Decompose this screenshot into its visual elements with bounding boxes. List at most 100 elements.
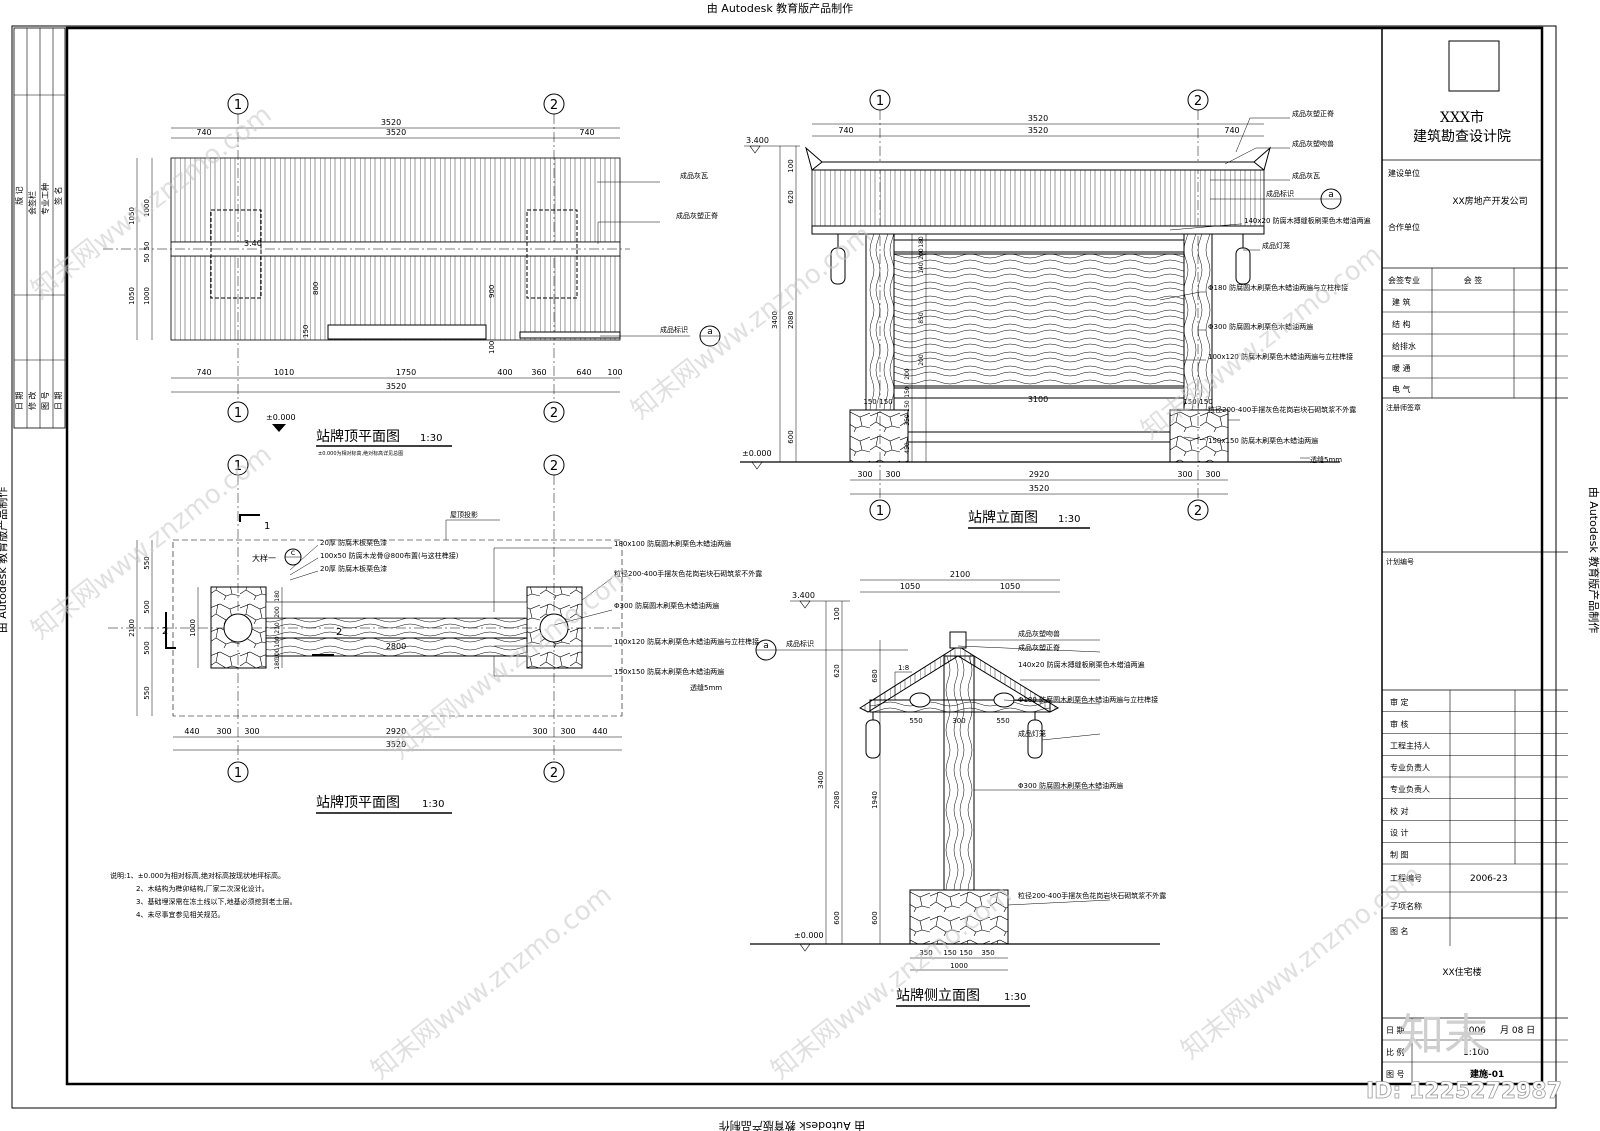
strip-label: 专业工种 [40,183,50,215]
dim-text: 150 [959,949,972,957]
generated-text: Φ300 防腐圆木刷栗色木蜡油两遍 [614,601,719,610]
dim-text: 300 [885,470,900,479]
generated-text: 300 [244,727,259,736]
discipline-label: 给排水 [1392,341,1416,351]
axis-label: 1 [234,459,242,474]
generated-text: 150 [904,400,911,412]
axis-label: 2 [1194,94,1202,109]
dim-text: 3400 [817,771,825,789]
date-value: 2006 [1463,1026,1486,1036]
dim-text: 3520 [1028,114,1048,123]
generated-text: 200 [918,248,925,260]
callout-label: c [291,548,295,557]
leader-line [1041,733,1101,741]
leader-line [1169,223,1242,231]
date-month: 月 08 日 [1500,1025,1535,1036]
leader-line [289,544,319,571]
reg-label: 注册师签章 [1386,403,1421,412]
institute-line2: 建筑勘查设计院 [1413,129,1511,145]
date-label: 日 期 [1386,1026,1405,1035]
dim-text: 150 [1199,398,1212,406]
view-scale: 1:30 [422,799,444,810]
generated-text: 100x120 防腐木刷栗色木蜡油两遍与立柱榫接 [614,637,759,646]
generated-text: 180 [274,590,281,602]
edu-watermark-bottom: 由 Autodesk 教育版产品制作 [719,1119,865,1131]
axis-label: 2 [1194,504,1202,519]
generated-text: 设 计 [1390,828,1409,838]
logo-box [1448,40,1500,92]
dim-text: 740 [196,128,211,137]
dim-text: 550 [143,556,151,569]
generated-text: 440 [592,727,607,736]
dim-text: 3520 [386,382,406,391]
dim-text: 300 [952,717,965,725]
id-tag: ID: 1225272987 [1366,1079,1562,1104]
dim-text: 350 [981,949,994,957]
view-scale: 1:30 [420,433,442,444]
dim-text: 3520 [1029,484,1049,493]
view-roof-plan: 1 2 1 2 3520 740 3520 740 3.40 800 900 1… [103,93,721,457]
dim-text: 2100 [128,619,136,637]
generated-text: Φ300 防腐圆木刷栗色木蜡油两遍 [1018,781,1123,790]
axis-label: 1 [876,94,884,109]
discipline-label: 暖 通 [1392,363,1411,373]
leader-line [1003,699,1101,705]
discipline-label: 结 构 [1392,319,1411,329]
dim-text: 740 [579,128,594,137]
strip-label: 签 名 [53,186,63,205]
dim-text: 500 [143,641,151,654]
generated-text: 粒径200-400手摆灰色花岗岩块石砌筑浆不外露 [614,569,762,578]
dim-text: 620 [787,190,795,203]
view-title: 站牌顶平面图 [316,794,400,811]
leader-label: 成品标识 [660,325,688,334]
note-line: 说明:1、±0.000为相对标高,绝对标高按现状地坪标高。 [110,871,285,880]
project-no-label: 工程编号 [1390,873,1422,883]
generated-text: 100 [274,636,281,648]
callout-label: a [763,641,769,651]
axis-label: 1 [234,766,242,781]
dim-text: 300 [1177,470,1192,479]
dim-text: 900 [488,285,496,298]
site-watermark: 知末网www.znzmo.com [366,880,618,1086]
dim-text: 600 [833,911,841,924]
axis-label: 1 [234,406,242,421]
leader-line [1183,436,1207,441]
generated-text: 200 [274,606,281,618]
generated-text: 140x20 防腐木搏缝板刷栗色木蜡油两遍 [1018,660,1145,669]
generated-text: 850 [918,312,925,324]
discipline-label: 会签专业 [1388,275,1420,285]
generated-text: 成品灯笼 [1262,241,1290,250]
dim-text: 1000 [143,199,151,217]
dim-text: 800 [312,282,320,295]
generated-text: 成品灰塑正脊 [1018,643,1060,652]
dim-text: 550 [909,717,922,725]
discipline-label: 建 筑 [1392,297,1411,307]
generated-text: 审 定 [1390,697,1409,707]
generated-text: 粒径200-400手摆灰色花岗岩块石砌筑浆不外露 [1208,405,1356,414]
scale-value: 1:100 [1463,1048,1489,1058]
generated-text: Φ180 防腐圆木刷栗色木蜡油两遍与立柱榫接 [1018,695,1158,704]
dim-text: 1050 [900,582,920,591]
dim-text: 100 [488,341,496,354]
generated-text: 100 [274,648,281,660]
generated-text: 专业负责人 [1390,762,1430,772]
strip-label: 修 改 [27,391,37,410]
generated-text: 成品灰塑吻兽 [1292,139,1334,148]
generated-text: 180x100 防腐圆木刷栗色木蜡油两遍 [614,539,731,548]
sheet-label: 图 号 [1386,1070,1405,1079]
generated-text: 150 [904,386,911,398]
view-front-elevation: 1 2 1 2 3520 740 3520 740 3.400 [740,89,1371,529]
edu-watermark-left: 由 Autodesk 教育版产品制作 [0,487,9,633]
leader-line [289,570,319,581]
view-scale: 1:30 [1058,514,1080,525]
strip-label: 日 期 [15,391,24,410]
dim-text: 1000 [950,962,968,970]
site-watermark: 知末网www.znzmo.com [626,220,878,426]
level-text: 3.40 [244,239,262,248]
axis-label: 2 [550,459,558,474]
generated-text: 透缝5mm [1310,455,1342,464]
strip-label: 会签栏 [27,191,37,215]
note-line: 4、未尽事宜参见相关规范。 [136,910,224,919]
generated-text: 300 [216,727,231,736]
